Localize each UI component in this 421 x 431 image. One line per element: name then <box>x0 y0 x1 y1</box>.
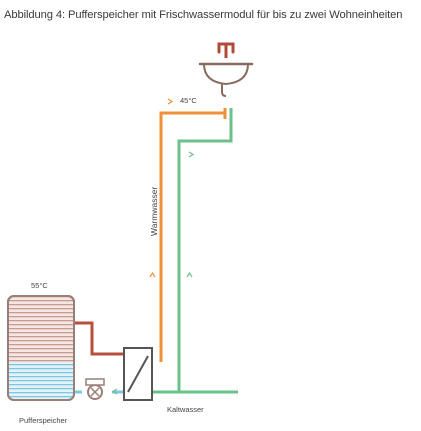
hot-water-temperature-label: 45°C <box>180 96 197 105</box>
buffer-tank <box>7 295 75 401</box>
heating-supply-pipe <box>74 321 124 356</box>
heat-exchanger-icon <box>123 347 153 401</box>
cold-water-pipe <box>177 113 238 394</box>
warm-water-pipe <box>159 111 224 362</box>
tank-label: Pufferspeicher <box>19 416 68 425</box>
warm-water-label: Warmwasser <box>149 187 159 236</box>
tank-temperature-label: 55°C <box>31 281 48 290</box>
circulation-pump-icon <box>85 378 105 400</box>
figure-caption: Abbildung 4: Pufferspeicher mit Frischwa… <box>4 9 403 21</box>
flow-arrow-icon <box>111 98 195 395</box>
wash-basin-icon <box>198 42 254 97</box>
cold-water-label: Kaltwasser <box>167 405 204 414</box>
